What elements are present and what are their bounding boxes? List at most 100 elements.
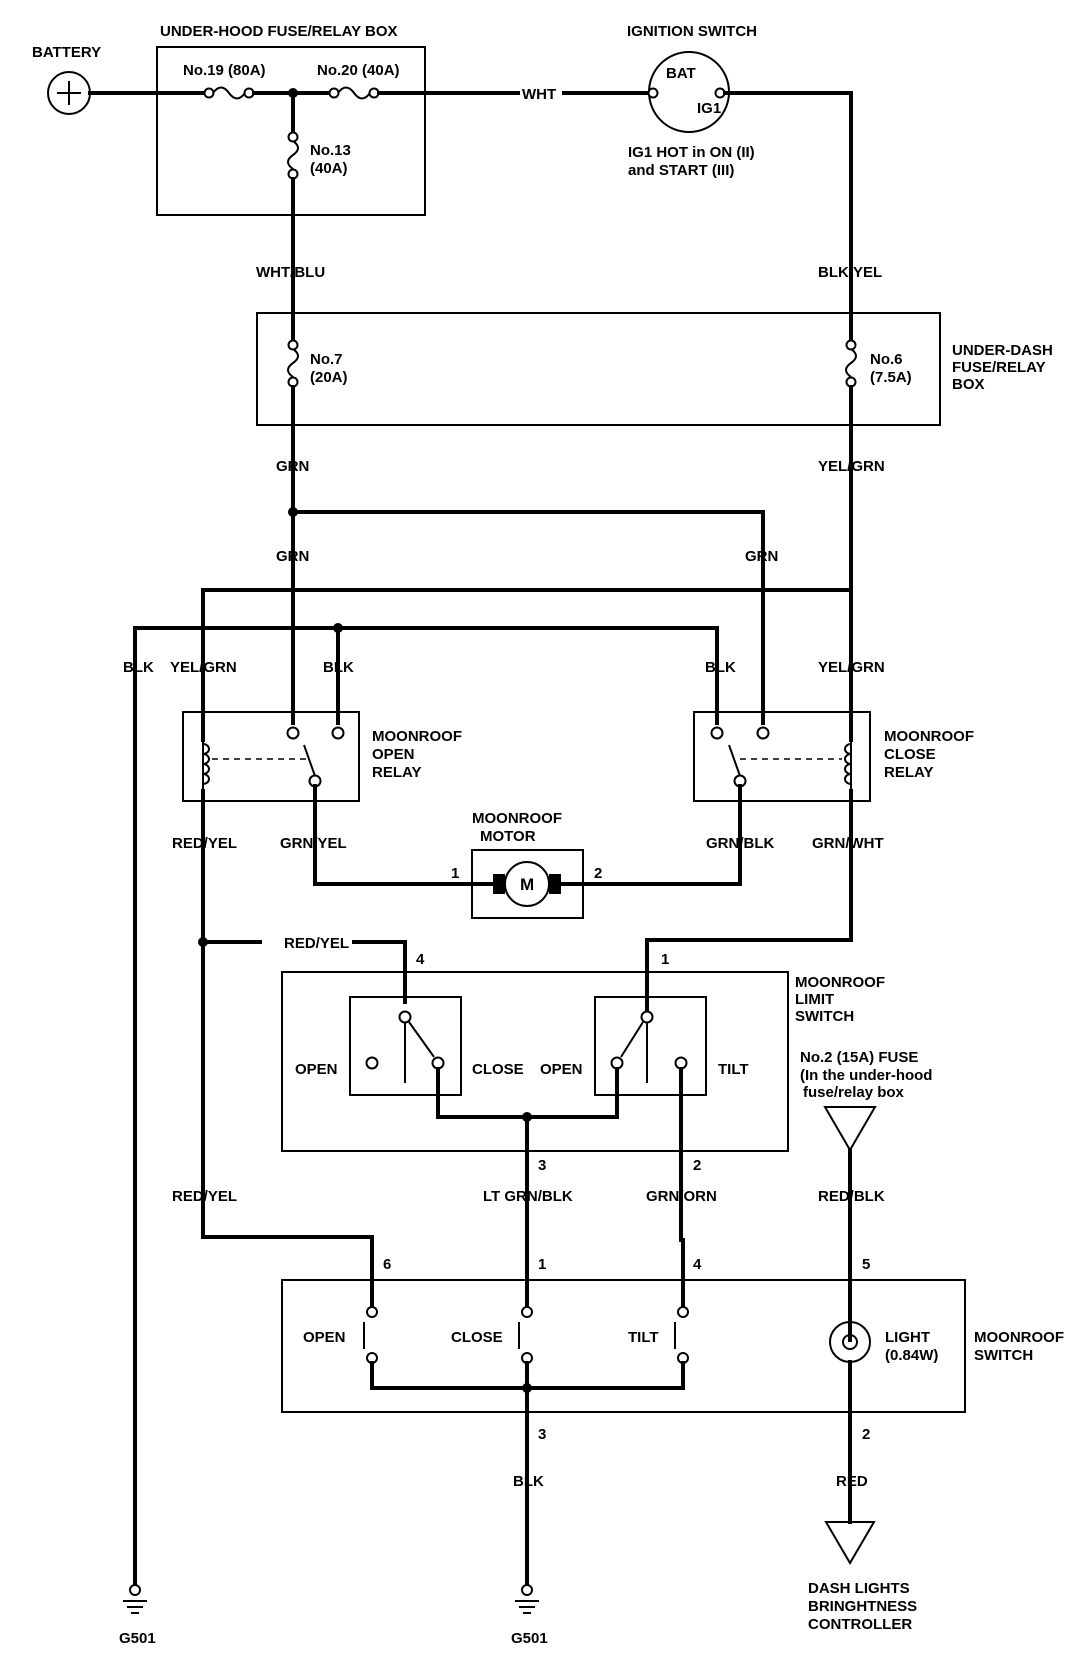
bat-label: BAT xyxy=(666,65,696,82)
limit-open-2: OPEN xyxy=(540,1061,583,1078)
wire-grn-blk xyxy=(559,848,742,886)
close-relay-label-c: RELAY xyxy=(884,764,933,781)
fuse13-symbol xyxy=(287,131,299,180)
limit-label-c: SWITCH xyxy=(795,1008,854,1025)
open-relay-label-b: OPEN xyxy=(372,746,415,763)
red-label: RED xyxy=(836,1473,868,1490)
g501-label-1: G501 xyxy=(119,1630,156,1647)
dash-arrow xyxy=(824,1521,876,1565)
open-relay-label-a: MOONROOF xyxy=(372,728,462,745)
fuse2-label-b: (In the under-hood xyxy=(800,1067,932,1084)
yel-grn-label-2: YEL/GRN xyxy=(170,659,237,676)
limit-close: CLOSE xyxy=(472,1061,524,1078)
battery-symbol xyxy=(47,71,91,115)
fuse6-label-b: (7.5A) xyxy=(870,369,912,386)
wht-blu-label: WHT/BLU xyxy=(256,264,325,281)
underdash-label-c: BOX xyxy=(952,376,985,393)
grn-label-3: GRN xyxy=(745,548,778,565)
limit-label-a: MOONROOF xyxy=(795,974,885,991)
wire-grn-yel xyxy=(313,848,495,886)
moonroof-close-relay xyxy=(693,711,871,802)
fuse2-label-c: fuse/relay box xyxy=(803,1084,905,1101)
fuse13-label-a: No.13 xyxy=(310,142,351,159)
dash-label-b: BRINGHTNESS xyxy=(808,1598,917,1615)
close-relay-label-b: CLOSE xyxy=(884,746,936,763)
fuse2-label-a: No.2 (15A) FUSE xyxy=(800,1049,918,1066)
underdash-label-a: UNDER-DASH xyxy=(952,342,1053,359)
red-yel-label-2: RED/YEL xyxy=(284,935,349,952)
fuse6-label-a: No.6 xyxy=(870,351,903,368)
dash-label-c: CONTROLLER xyxy=(808,1616,912,1633)
fuse7-symbol xyxy=(287,339,299,388)
mswitch-label-a: MOONROOF xyxy=(974,1329,1064,1346)
wire-blk-yel xyxy=(723,91,853,342)
fuse20-label: No.20 (40A) xyxy=(317,62,400,79)
motor-m: M xyxy=(520,875,534,894)
underhood-box-label: UNDER-HOOD FUSE/RELAY BOX xyxy=(160,23,398,40)
lt-grn-blk-label: LT GRN/BLK xyxy=(483,1188,573,1205)
motor-label-b: MOTOR xyxy=(480,828,536,845)
light-label-a: LIGHT xyxy=(885,1329,930,1346)
ign-switch-label: IGNITION SWITCH xyxy=(627,23,757,40)
g501-label-2: G501 xyxy=(511,1630,548,1647)
red-blk-label: RED/BLK xyxy=(818,1188,885,1205)
ig1-label: IG1 xyxy=(697,100,721,117)
sw-close: CLOSE xyxy=(451,1329,503,1346)
moonroof-open-relay xyxy=(182,711,360,802)
close-relay-label-a: MOONROOF xyxy=(884,728,974,745)
grn-label-2: GRN xyxy=(276,548,309,565)
moonroof-limit-switch xyxy=(281,971,789,1152)
dash-label-a: DASH LIGHTS xyxy=(808,1580,910,1597)
grn-wht-label: GRN/WHT xyxy=(812,835,884,852)
grn-yel-label: GRN/YEL xyxy=(280,835,347,852)
fuse6-symbol xyxy=(845,339,857,388)
wht-label: WHT xyxy=(522,86,556,103)
limit-label-b: LIMIT xyxy=(795,991,834,1008)
yel-grn-label-1: YEL/GRN xyxy=(818,458,885,475)
fuse20-symbol xyxy=(328,86,380,100)
sw-tilt: TILT xyxy=(628,1329,659,1346)
blk-label-1: BLK xyxy=(123,659,154,676)
open-relay-label-c: RELAY xyxy=(372,764,421,781)
fuse13-label-b: (40A) xyxy=(310,160,348,177)
fuse2-arrow xyxy=(823,1106,877,1152)
limit-pin4: 4 xyxy=(416,951,425,968)
grn-label-1: GRN xyxy=(276,458,309,475)
fuse19-label: No.19 (80A) xyxy=(183,62,266,79)
sw-pin2: 2 xyxy=(862,1426,870,1443)
underdash-label-b: FUSE/RELAY xyxy=(952,359,1046,376)
blk-yel-label: BLK/YEL xyxy=(818,264,882,281)
limit-pin1: 1 xyxy=(661,951,669,968)
ground-symbol-2 xyxy=(515,1584,539,1614)
moonroof-switch-box xyxy=(281,1279,966,1413)
motor-pin1: 1 xyxy=(451,865,459,882)
wire-yel-grn-cross xyxy=(201,588,853,742)
yel-grn-label-3: YEL/GRN xyxy=(818,659,885,676)
sw-pin5: 5 xyxy=(862,1256,870,1273)
limit-pin3: 3 xyxy=(538,1157,546,1174)
red-yel-label-3: RED/YEL xyxy=(172,1188,237,1205)
fuse7-label-b: (20A) xyxy=(310,369,348,386)
sw-open: OPEN xyxy=(303,1329,346,1346)
grn-orn-label: GRN/ORN xyxy=(646,1188,717,1205)
motor-label-a: MOONROOF xyxy=(472,810,562,827)
sw-pin4: 4 xyxy=(693,1256,702,1273)
wire-grn-branch xyxy=(291,510,765,725)
battery-label: BATTERY xyxy=(32,44,101,61)
mswitch-label-b: SWITCH xyxy=(974,1347,1033,1364)
fuse7-label-a: No.7 xyxy=(310,351,343,368)
wire-grn-orn xyxy=(679,1067,685,1309)
blk-label-2: BLK xyxy=(323,659,354,676)
blk-label-3: BLK xyxy=(705,659,736,676)
ground-symbol-1 xyxy=(123,1584,147,1614)
sw-pin1: 1 xyxy=(538,1256,546,1273)
blk-label-4: BLK xyxy=(513,1473,544,1490)
fuse19-symbol xyxy=(203,86,255,100)
limit-tilt: TILT xyxy=(718,1061,749,1078)
grn-blk-label: GRN/BLK xyxy=(706,835,774,852)
limit-open-1: OPEN xyxy=(295,1061,338,1078)
sw-pin6: 6 xyxy=(383,1256,391,1273)
ig1-note-a: IG1 HOT in ON (II) xyxy=(628,144,755,161)
wire-grn-wht xyxy=(645,789,853,1012)
